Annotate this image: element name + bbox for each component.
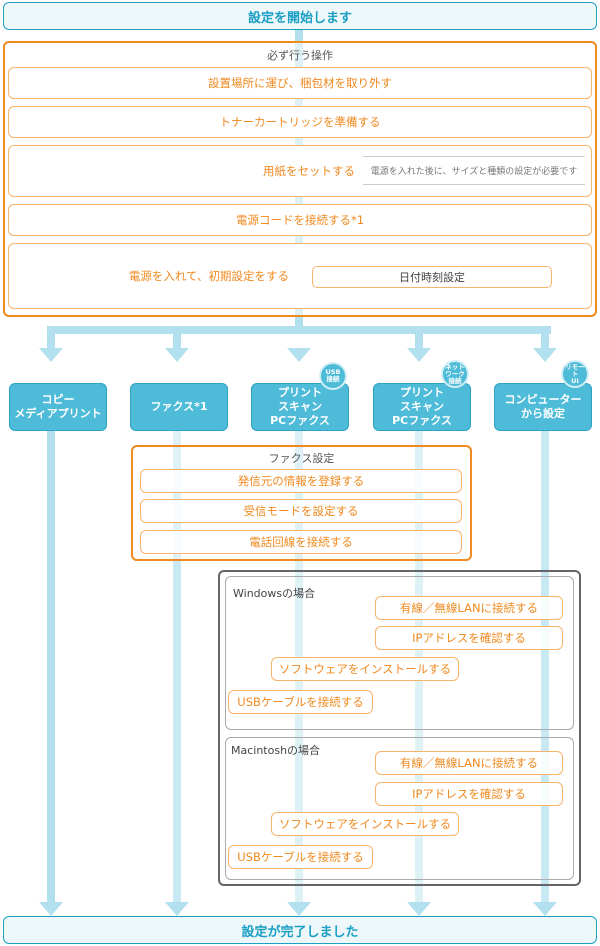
mode-copy-media-print[interactable]: コピーメディアプリント <box>9 383 107 431</box>
windows-title: Windowsの場合 <box>233 587 316 600</box>
step-unpack[interactable]: 設置場所に運び、梱包材を取り外す <box>8 67 592 99</box>
windows-step-install[interactable]: ソフトウェアをインストールする <box>271 657 459 681</box>
step-power-on[interactable]: 電源を入れて、初期設定をする 日付時刻設定 <box>8 243 592 309</box>
fax-settings-title: ファクス設定 <box>268 452 335 465</box>
mode-computer-settings-label: コンピューターから設定 <box>504 393 582 420</box>
paper-note: 電源を入れた後に、サイズと種類の設定が必要です <box>363 156 585 185</box>
start-banner: 設定を開始します <box>3 2 597 30</box>
flow-line-branch-horizontal <box>47 326 551 334</box>
mac-step-ip[interactable]: IPアドレスを確認する <box>375 782 563 806</box>
flow-line-branch-stem <box>295 316 303 334</box>
flow-line-col2-down <box>173 326 181 348</box>
windows-step-lan[interactable]: 有線／無線LANに接続する <box>375 596 563 620</box>
mode-computer-settings[interactable]: コンピューターから設定 <box>494 383 592 431</box>
arrow-end-col3 <box>287 902 311 916</box>
flow-line-col2-end <box>173 560 181 902</box>
mac-title: Macintoshの場合 <box>231 744 321 757</box>
arrow-end-col4 <box>407 902 431 916</box>
mode-fax-label: ファクス*1 <box>150 400 208 413</box>
arrow-down-col2 <box>165 348 189 362</box>
step-toner[interactable]: トナーカートリッジを準備する <box>8 106 592 138</box>
windows-panel <box>225 576 574 730</box>
arrow-end-col1 <box>39 902 63 916</box>
end-banner: 設定が完了しました <box>3 916 597 944</box>
required-operations-title: 必ず行う操作 <box>267 49 333 62</box>
step-paper-label: 用紙をセットする <box>263 164 355 178</box>
required-operations-panel <box>3 41 597 317</box>
fax-step-phone-line[interactable]: 電話回線を接続する <box>140 530 462 554</box>
mode-copy-media-print-label: コピーメディアプリント <box>14 393 102 420</box>
step-paper[interactable]: 用紙をセットする 電源を入れた後に、サイズと種類の設定が必要です <box>8 145 592 197</box>
mac-step-install[interactable]: ソフトウェアをインストールする <box>271 812 459 836</box>
flow-line-col1-down <box>47 326 55 348</box>
arrow-down-col1 <box>39 348 63 362</box>
network-connection-badge: ネットワーク接続 <box>441 360 469 388</box>
computer-connection-panel <box>218 570 581 886</box>
fax-settings-panel <box>131 445 472 561</box>
mac-panel <box>225 737 574 880</box>
windows-step-ip[interactable]: IPアドレスを確認する <box>375 626 563 650</box>
arrow-end-col2 <box>165 902 189 916</box>
flow-line-col5-down <box>541 326 549 348</box>
flow-line-col5-end <box>541 430 549 902</box>
mode-fax[interactable]: ファクス*1 <box>130 383 228 431</box>
flow-line-col1-lower <box>47 430 55 902</box>
fax-step-sender-info[interactable]: 発信元の情報を登録する <box>140 469 462 493</box>
arrow-down-col4 <box>407 348 431 362</box>
fax-step-receive-mode[interactable]: 受信モードを設定する <box>140 499 462 523</box>
flow-line-col4-down <box>415 326 423 348</box>
step-power-on-label: 電源を入れて、初期設定をする <box>128 269 289 283</box>
arrow-down-col5 <box>533 348 557 362</box>
arrow-end-col5 <box>533 902 557 916</box>
mac-step-lan[interactable]: 有線／無線LANに接続する <box>375 751 563 775</box>
flow-line-top <box>295 28 303 42</box>
step-power-cord[interactable]: 電源コードを接続する*1 <box>8 204 592 236</box>
mac-step-usb[interactable]: USBケーブルを接続する <box>228 845 373 869</box>
datetime-settings-button[interactable]: 日付時刻設定 <box>312 266 552 288</box>
arrow-down-col3 <box>287 348 311 362</box>
windows-step-usb[interactable]: USBケーブルを接続する <box>228 690 373 714</box>
